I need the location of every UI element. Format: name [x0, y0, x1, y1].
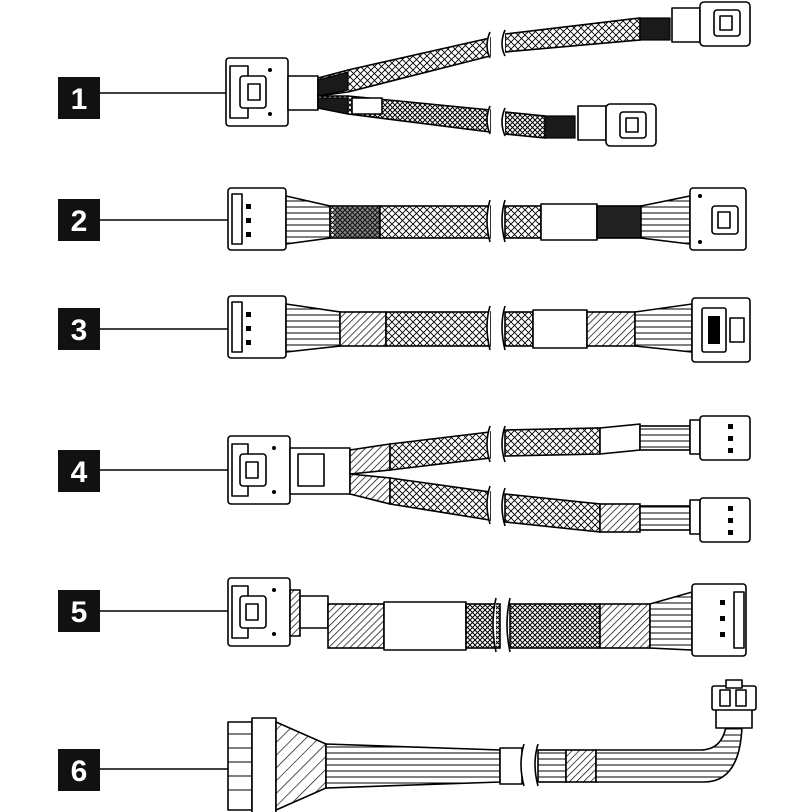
- cable-4: [227, 415, 751, 543]
- cable-1-upper-connector: [671, 1, 751, 47]
- cable-5: [227, 577, 747, 657]
- callout-1-label: 1: [71, 83, 88, 116]
- callout-6-label: 6: [71, 755, 88, 788]
- callout-3: 3: [58, 308, 228, 350]
- cable-2-right-connector: [689, 187, 747, 251]
- cable-4-lower-connector: [689, 497, 751, 543]
- cable-1: [225, 1, 751, 147]
- cable-4-upper-connector: [689, 415, 751, 461]
- cable-5-left-connector: [227, 577, 291, 647]
- cable-3-left-connector: [227, 295, 287, 359]
- callout-3-label: 3: [71, 314, 88, 347]
- callout-5-label: 5: [71, 596, 88, 629]
- callout-6: 6: [58, 749, 228, 791]
- cable-6: [227, 679, 757, 812]
- cable-2-left-connector: [227, 187, 287, 251]
- cable-3: [227, 295, 751, 363]
- cable-1-left-connector: [225, 57, 319, 127]
- callout-5: 5: [58, 590, 228, 632]
- callout-4-label: 4: [71, 456, 88, 489]
- cable-3-right-connector: [691, 297, 751, 363]
- callout-2-label: 2: [71, 205, 88, 238]
- cable-4-left-connector: [227, 435, 291, 505]
- callout-2: 2: [58, 199, 228, 241]
- cable-2: [227, 187, 747, 251]
- cable-6-right-connector: [711, 679, 757, 729]
- cable-1-lower-connector: [577, 103, 657, 147]
- cable-5-right-connector: [691, 583, 747, 657]
- cable-6-left-connector: [227, 717, 277, 812]
- callout-4: 4: [58, 450, 228, 492]
- callout-1: 1: [58, 77, 226, 119]
